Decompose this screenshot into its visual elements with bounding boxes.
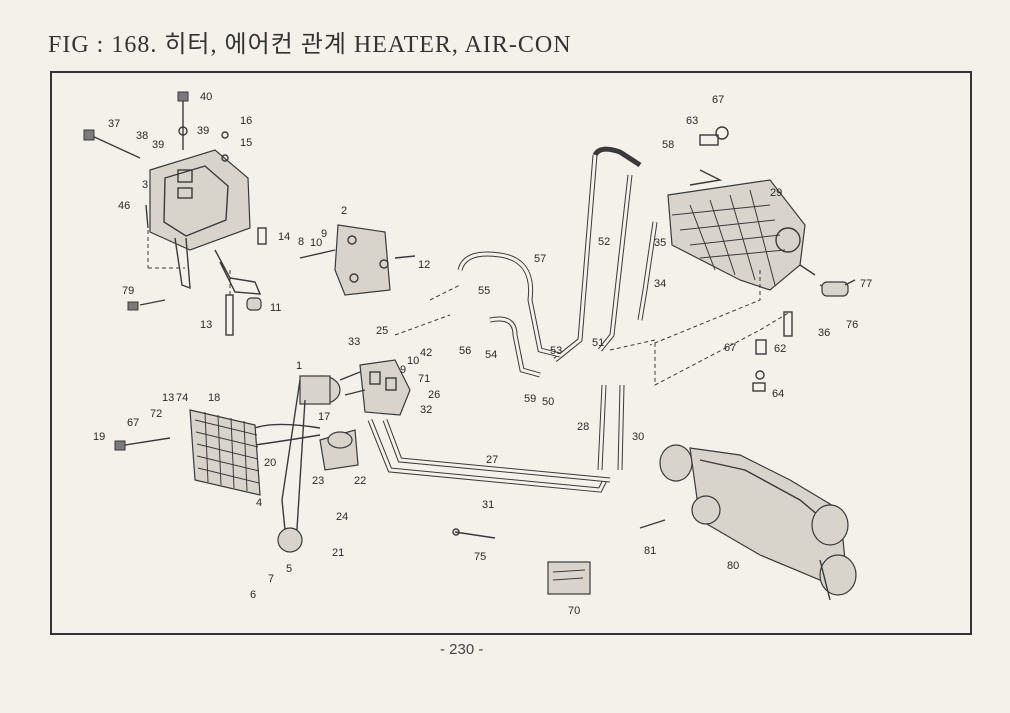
callout: 17 (318, 411, 330, 423)
callout: 74 (176, 392, 188, 404)
callout: 31 (482, 499, 494, 511)
callout: 71 (418, 373, 430, 385)
callout: 18 (208, 392, 220, 404)
callout: 46 (118, 200, 130, 212)
callout: 38 (136, 130, 148, 142)
callout: 21 (332, 547, 344, 559)
callout: 75 (474, 551, 486, 563)
diagram-frame (50, 71, 972, 635)
callout: 53 (550, 345, 562, 357)
callout: 76 (846, 319, 858, 331)
misc-parts (452, 339, 767, 595)
callout: 26 (428, 389, 440, 401)
callout: 64 (772, 388, 784, 400)
callout: 13 (162, 392, 174, 404)
callout: 63 (686, 115, 698, 127)
callout: 30 (632, 431, 644, 443)
callout: 59 (524, 393, 536, 405)
callout: 13 (200, 319, 212, 331)
callout: 33 (348, 336, 360, 348)
callout: 35 (654, 237, 666, 249)
evaporator-unit (667, 126, 856, 337)
callout-labels: 40 16 39 15 37 38 39 3 46 14 2 8 10 9 12… (93, 91, 872, 617)
callout: 3 (142, 179, 148, 191)
callout: 7 (268, 573, 274, 585)
callout: 79 (122, 285, 134, 297)
callout: 19 (93, 431, 105, 443)
callout: 9 (400, 364, 406, 376)
callout: 1 (296, 360, 302, 372)
callout: 28 (577, 421, 589, 433)
callout: 29 (770, 187, 782, 199)
callout: 25 (376, 325, 388, 337)
callout: 5 (286, 563, 292, 575)
callout: 12 (418, 259, 430, 271)
callout: 34 (654, 278, 666, 290)
callout: 20 (264, 457, 276, 469)
callout: 80 (727, 560, 739, 572)
callout: 10 (407, 355, 419, 367)
callout: 9 (321, 228, 327, 240)
callout: 27 (486, 454, 498, 466)
callout: 6 (250, 589, 256, 601)
callout: 51 (592, 337, 604, 349)
callout: 54 (485, 349, 497, 361)
callout: 42 (420, 347, 432, 359)
bracket-assembly (83, 91, 267, 336)
callout: 39 (197, 125, 209, 137)
callout: 81 (644, 545, 656, 557)
callout: 57 (534, 253, 546, 265)
ac-piping (367, 146, 791, 493)
callout: 36 (818, 327, 830, 339)
callout: 50 (542, 396, 554, 408)
callout: 4 (256, 497, 262, 509)
callout: 22 (354, 475, 366, 487)
page-number: - 230 - (440, 641, 484, 658)
callout: 62 (774, 343, 786, 355)
callout: 11 (270, 302, 281, 314)
condenser (114, 409, 261, 496)
shield-plate (299, 224, 416, 296)
callout: 77 (860, 278, 872, 290)
callout: 24 (336, 511, 348, 523)
callout: 8 (298, 236, 304, 248)
callout: 39 (152, 139, 164, 151)
callout: 70 (568, 605, 580, 617)
callout: 16 (240, 115, 252, 127)
callout: 40 (200, 91, 212, 103)
callout: 56 (459, 345, 471, 357)
callout: 23 (312, 475, 324, 487)
heater-unit (639, 444, 857, 601)
callout: 14 (278, 231, 290, 243)
callout: 52 (598, 236, 610, 248)
callout: 2 (341, 205, 347, 217)
callout: 37 (108, 118, 120, 130)
callout: 67 (127, 417, 139, 429)
callout: 15 (240, 137, 252, 149)
callout: 55 (478, 285, 490, 297)
compressor-group (249, 359, 411, 553)
callout: 58 (662, 139, 674, 151)
callout: 67 (724, 342, 736, 354)
callout: 10 (310, 237, 322, 249)
callout: 67 (712, 94, 724, 106)
callout: 32 (420, 404, 432, 416)
figure-title: FIG : 168. 히터, 에어컨 관계 HEATER, AIR-CON (48, 32, 572, 58)
callout: 72 (150, 408, 162, 420)
